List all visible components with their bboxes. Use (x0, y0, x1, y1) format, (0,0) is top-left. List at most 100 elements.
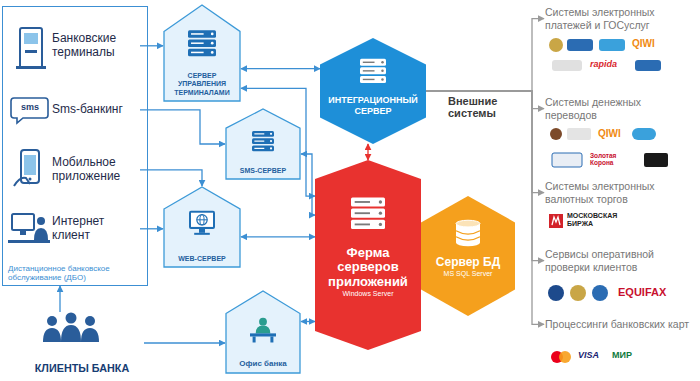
house-outline-part (191, 42, 204, 44)
external-system-name: Системы электронных платежей и ГОСуслуг (545, 6, 693, 31)
logo-text: МИР (612, 351, 632, 361)
hexagon-outline (320, 38, 426, 144)
house-outline-part (256, 326, 271, 334)
channel-group-frame-part: Дистанционное банковское обслуживание (Д… (8, 264, 142, 282)
external-system-name: Системы денежных переводов (545, 96, 693, 121)
clients-node-part: КЛИЕНТЫ БАНКА (22, 362, 142, 374)
house-outline-part (211, 42, 214, 45)
server-house: Офис банка (225, 290, 301, 374)
core-hexagon: Сервер БДMS SQL Server (421, 196, 515, 316)
logo-text: Золотая Корона (590, 152, 640, 166)
channel-name: Мобильное приложение (52, 156, 136, 184)
house-outline-part (259, 318, 267, 326)
logo-text: МОСКОВСКАЯ БИРЖА (567, 212, 631, 227)
hexagon-outline-part (456, 231, 480, 234)
house-outline-part (270, 133, 272, 135)
core-hexagon-part: Ферма серверов приложенийWindows Server (321, 246, 415, 299)
house-outline-part (254, 133, 264, 134)
hexagon-outline-part (456, 220, 480, 227)
channel-name: Банковские терминалы (52, 32, 136, 60)
computer-user-icon-part (34, 228, 48, 240)
house-outline-part (191, 213, 213, 227)
channel-label: Интернет клиент (52, 215, 136, 243)
hexagon-outline-part (315, 160, 421, 350)
logo-text: QIWI (632, 38, 655, 49)
external-system-part: Процессинги банковских карт (545, 318, 693, 331)
server-title: Ферма серверов приложений (321, 246, 415, 291)
external-system-part: Системы электронных валютных торгов (545, 180, 693, 205)
check-logos-part (570, 285, 586, 301)
phone-icon (14, 150, 39, 186)
house-outline-part (164, 5, 240, 101)
connector (367, 144, 368, 160)
check-logos-part (592, 285, 608, 301)
house-outline-part (226, 109, 300, 179)
transfer-logos-part (550, 128, 562, 140)
logo-text: VISA (578, 351, 599, 361)
connector (301, 154, 315, 215)
core-hexagon-part: Сервер БДMS SQL Server (427, 256, 509, 278)
hexagon-outline-part (379, 200, 382, 203)
house-outline-part (211, 51, 214, 54)
house-outline-part (270, 147, 272, 149)
connector (301, 321, 315, 322)
clients-icon-part (85, 316, 95, 326)
computer-user-icon (8, 214, 50, 243)
hexagon-outline-part (381, 61, 384, 64)
terminal-icon (16, 28, 46, 69)
clients-node: КЛИЕНТЫ БАНКА (22, 312, 142, 374)
house-outline-part (188, 30, 216, 38)
hexagon-outline-part (351, 197, 385, 206)
logo-text: rapida (590, 60, 617, 70)
channel-label-part: Мобильное приложение (52, 156, 136, 184)
external-system: Системы электронных платежей и ГОСуслуг (545, 6, 693, 31)
clients-icon-part (47, 316, 57, 326)
house-outline-part (226, 291, 300, 373)
payment-logos-part (599, 39, 625, 51)
hexagon-outline-part (456, 237, 480, 240)
card-logos (551, 351, 571, 363)
house-outline-part (197, 215, 207, 225)
hexagon-outline-part (351, 209, 385, 218)
server-house: СЕРВЕР УПРАВЛЕНИЯ ТЕРМИНАЛАМИ (163, 4, 241, 102)
channel-name: Интернет клиент (52, 215, 136, 243)
hexagon-outline-part (381, 70, 384, 73)
house-outline-part (270, 337, 273, 343)
external-system-part: Сервисы оперативной проверки клиентов (545, 248, 693, 273)
icon-text: sms (15, 103, 45, 113)
channel-label-part: Sms-банкинг (52, 103, 136, 117)
clients-icon-part (43, 328, 61, 342)
terminal-icon-part (24, 33, 38, 44)
hexagon-outline-part (360, 76, 386, 83)
computer-user-icon-part (8, 240, 50, 243)
channel-label: Sms-банкинг (52, 103, 136, 117)
computer-user-icon-part (37, 217, 45, 225)
hexagon-outline-part (351, 220, 385, 229)
external-system-name: Сервисы оперативной проверки клиентов (545, 248, 693, 273)
connector (144, 342, 225, 343)
external-system: Системы электронных валютных торгов (545, 180, 693, 205)
exchange-logo (549, 214, 563, 228)
external-system: Процессинги банковских карт (545, 318, 693, 331)
hexagon-outline-part (355, 212, 370, 214)
phone-icon-part (29, 178, 32, 181)
house-outline-part (188, 39, 216, 47)
house-outline-part (199, 229, 205, 233)
hexagon-outline-part (355, 201, 370, 203)
external-system-part: Системы электронных платежей и ГОСуслуг (545, 6, 693, 31)
connector (140, 110, 225, 144)
channel-group-frame: Дистанционное банковское обслуживание (Д… (2, 6, 148, 286)
transfer-logos-part (632, 128, 656, 140)
computer-user-icon-part (20, 230, 26, 235)
connector (426, 91, 544, 193)
payment-logos (549, 38, 661, 71)
hexagon-outline-part (421, 196, 515, 316)
house-outline-part (252, 131, 274, 137)
external-system: Системы денежных переводов (545, 96, 693, 121)
transfer-logos (550, 128, 668, 167)
server-name: Офис банка (230, 359, 296, 369)
hexagon-outline-part (355, 224, 370, 226)
house-outline-part (253, 337, 256, 343)
house-outline-part (191, 52, 204, 54)
